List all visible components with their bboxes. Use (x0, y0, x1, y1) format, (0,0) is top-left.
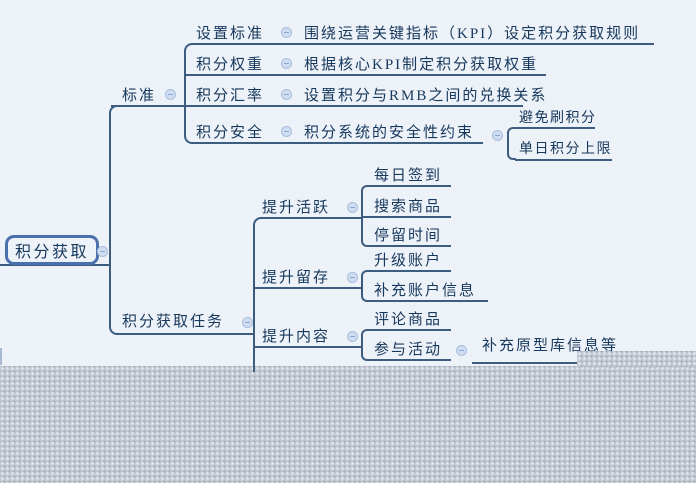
topic-weight-desc[interactable]: 根据核心KPI制定积分获取权重 (304, 57, 539, 73)
branch-line (367, 270, 451, 272)
topic-point-weight[interactable]: 积分权重 (196, 57, 265, 73)
children-bracket-retention (361, 270, 369, 302)
topic-search-goods[interactable]: 搜索商品 (374, 199, 443, 215)
topic-security-desc[interactable]: 积分系统的安全性约束 (304, 125, 475, 141)
children-bracket-security (507, 127, 516, 160)
topic-dwell-time[interactable]: 停留时间 (374, 228, 443, 244)
collapse-icon[interactable] (347, 331, 358, 342)
collapse-icon[interactable] (347, 272, 358, 283)
collapse-icon[interactable] (281, 58, 292, 69)
canvas-edge-line (0, 348, 2, 365)
branch-line (111, 105, 523, 107)
branch-line (367, 300, 488, 302)
children-bracket-tasks (253, 217, 262, 372)
topic-set-standard[interactable]: 设置标准 (196, 26, 265, 42)
children-bracket-standard (184, 43, 194, 144)
collapse-icon[interactable] (281, 89, 292, 100)
branch-line (186, 74, 546, 76)
children-bracket-root (109, 105, 118, 335)
offcanvas-backdrop (0, 366, 696, 483)
topic-kpi-rule[interactable]: 围绕运营关键指标（KPI）设定积分获取规则 (304, 26, 641, 42)
topic-daily-cap[interactable]: 单日积分上限 (519, 142, 612, 157)
topic-point-security[interactable]: 积分安全 (196, 125, 265, 141)
children-bracket-content (361, 329, 369, 361)
collapse-icon[interactable] (165, 89, 176, 100)
collapse-icon[interactable] (242, 317, 253, 328)
topic-boost-activity[interactable]: 提升活跃 (262, 200, 331, 216)
collapse-icon[interactable] (347, 202, 358, 213)
offcanvas-backdrop (577, 351, 696, 367)
branch-line (260, 217, 363, 219)
topic-anti-farming[interactable]: 避免刷积分 (519, 111, 597, 126)
topic-daily-checkin[interactable]: 每日签到 (374, 168, 443, 184)
topic-prototype-info[interactable]: 补充原型库信息等 (482, 338, 619, 354)
branch-line (515, 127, 595, 129)
branch-line (367, 329, 451, 331)
topic-upgrade-account[interactable]: 升级账户 (374, 253, 443, 269)
branch-line (367, 245, 451, 247)
topic-join-activity[interactable]: 参与活动 (374, 342, 443, 358)
branch-line (363, 216, 451, 218)
topic-exchange-rate[interactable]: 积分汇率 (196, 88, 265, 104)
topic-boost-content[interactable]: 提升内容 (262, 329, 331, 345)
topic-rate-desc[interactable]: 设置积分与RMB之间的兑换关系 (304, 88, 548, 104)
branch-line (192, 43, 654, 45)
branch-line (254, 346, 363, 348)
collapse-icon[interactable] (492, 130, 503, 141)
topic-boost-retention[interactable]: 提升留存 (262, 270, 331, 286)
children-bracket-active (361, 185, 369, 247)
collapse-icon[interactable] (281, 27, 292, 38)
topic-tasks[interactable]: 积分获取任务 (122, 314, 225, 330)
branch-line (254, 287, 363, 289)
topic-complete-account-info[interactable]: 补充账户信息 (374, 283, 477, 299)
branch-line (116, 333, 255, 335)
collapse-icon[interactable] (281, 126, 292, 137)
topic-standard[interactable]: 标准 (122, 88, 157, 104)
collapse-icon[interactable] (97, 246, 108, 257)
topic-root[interactable]: 积分获取 (5, 235, 99, 265)
collapse-icon[interactable] (456, 345, 467, 356)
branch-line (472, 362, 577, 364)
root-branch-line (0, 264, 111, 266)
branch-line (367, 359, 451, 361)
branch-line (367, 185, 451, 187)
branch-line (515, 159, 612, 161)
branch-line (192, 142, 483, 144)
topic-review-goods[interactable]: 评论商品 (374, 312, 443, 328)
topic-root-label: 积分获取 (14, 244, 89, 261)
